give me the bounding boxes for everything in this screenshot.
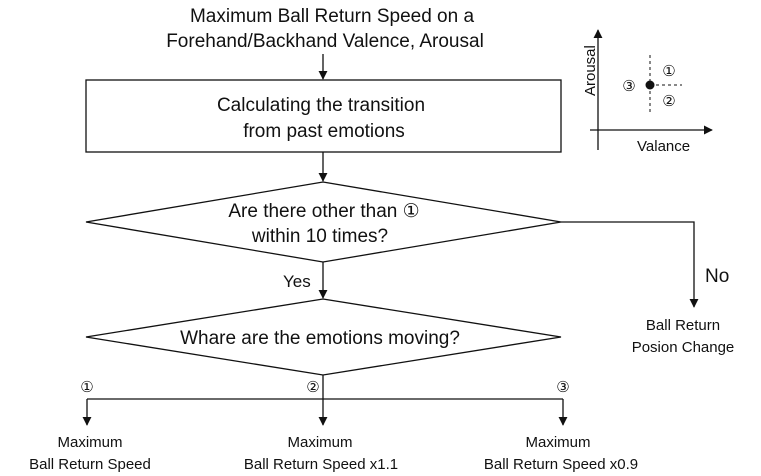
decision-1-diamond [85, 181, 562, 263]
branch-2-marker: ② [306, 379, 319, 396]
yes-label: Yes [283, 272, 311, 291]
branch-2-line-1: Maximum [287, 434, 352, 451]
valence-arousal-inset: Arousal Valance ① ② ③ [582, 29, 713, 155]
branch-3-line-1: Maximum [525, 434, 590, 451]
branch-3-line-2: Ball Return Speed x0.9 [484, 456, 638, 473]
process-line-2: from past emotions [243, 121, 405, 142]
inset-region-2: ② [662, 93, 675, 110]
no-label: No [705, 266, 729, 287]
inset-current-point [645, 80, 655, 90]
branch-2-line-2: Ball Return Speed x1.1 [244, 456, 398, 473]
title-line-1: Maximum Ball Return Speed on a [190, 6, 475, 27]
decision-1-line-1: Are there other than ① [228, 201, 419, 222]
branch-1-marker: ① [80, 379, 93, 396]
branch-3-marker: ③ [556, 379, 569, 396]
inset-x-label: Valance [637, 138, 690, 155]
process-line-1: Calculating the transition [217, 95, 425, 116]
no-result-line-2: Posion Change [632, 339, 735, 356]
decision-1-line-2: within 10 times? [251, 226, 388, 247]
decision-2-text: Whare are the emotions moving? [180, 328, 460, 349]
branch-1-line-1: Maximum [57, 434, 122, 451]
title-line-2: Forehand/Backhand Valence, Arousal [166, 31, 484, 52]
no-result-line-1: Ball Return [646, 317, 720, 334]
inset-region-3: ③ [622, 78, 635, 95]
no-branch-connector [561, 221, 699, 308]
branch-1-line-2: Ball Return Speed [29, 456, 151, 473]
inset-y-label: Arousal [582, 45, 599, 96]
inset-region-1: ① [662, 63, 675, 80]
